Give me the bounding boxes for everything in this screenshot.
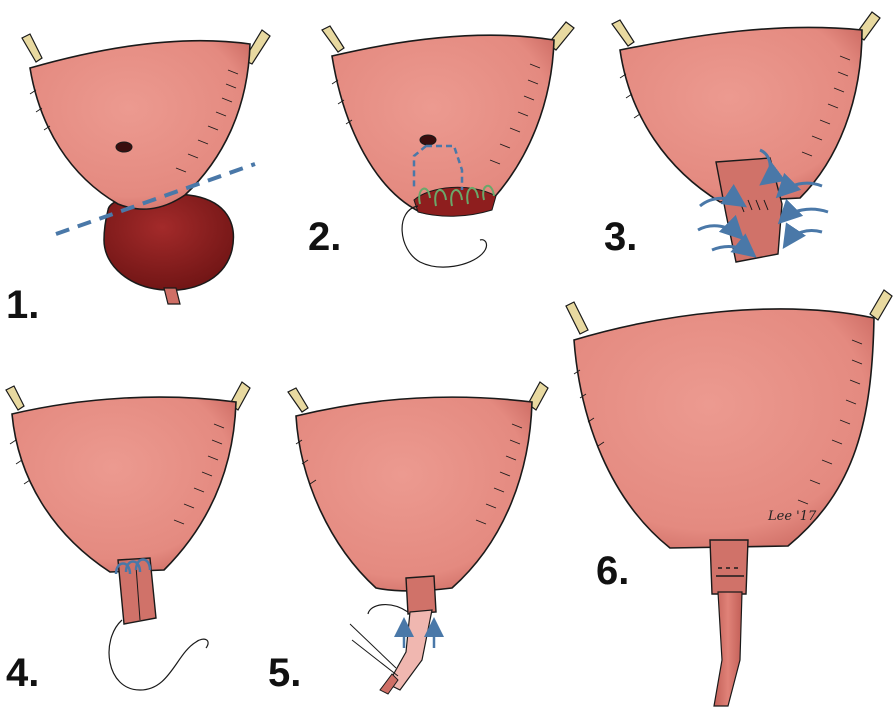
- bladder: [12, 397, 236, 572]
- step-2-label: 2.: [308, 215, 341, 259]
- suture-thread: [368, 605, 408, 614]
- right-ureter-stub: [870, 290, 892, 320]
- ureteral-orifice: [116, 142, 132, 152]
- urethra-outer: [380, 674, 398, 694]
- step-4-group: 4.: [6, 382, 250, 695]
- left-ureter-stub: [566, 302, 588, 334]
- step-6-group: Lee '17 6.: [566, 290, 892, 706]
- left-ureter-stub: [612, 20, 634, 46]
- bladder-tube: [710, 540, 748, 594]
- step-3-group: 3.: [604, 12, 880, 262]
- bladder-tube: [406, 576, 436, 614]
- ureteral-orifice: [420, 135, 436, 145]
- blue-suture-arrow: [786, 231, 822, 245]
- step-2-group: 2.: [308, 22, 574, 267]
- bladder: [296, 397, 532, 591]
- bladder: [574, 309, 874, 548]
- left-ureter-stub: [322, 26, 344, 52]
- suture-thread: [109, 620, 208, 690]
- artist-signature: Lee '17: [767, 509, 817, 524]
- left-ureter-stub: [288, 388, 308, 412]
- step-3-label: 3.: [604, 215, 637, 259]
- left-ureter-stub: [22, 34, 42, 62]
- left-ureter-stub: [6, 386, 24, 410]
- step-4-label: 4.: [6, 651, 39, 695]
- needle-lines: [350, 624, 398, 676]
- bladder: [30, 41, 250, 209]
- step-6-label: 6.: [596, 549, 629, 593]
- step-5-group: 5.: [268, 382, 548, 695]
- step-1-group: 1.: [6, 30, 270, 327]
- blue-suture-arrow: [782, 209, 828, 220]
- step-5-label: 5.: [268, 651, 301, 695]
- step-1-label: 1.: [6, 283, 39, 327]
- prostate: [104, 194, 233, 291]
- urethra: [714, 592, 742, 706]
